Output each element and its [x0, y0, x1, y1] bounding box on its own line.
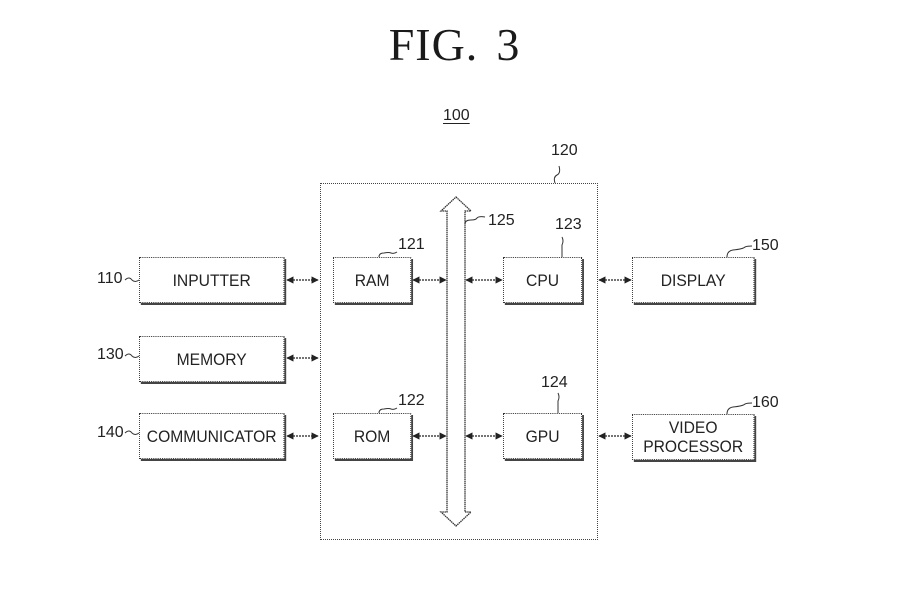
cpu-block: CPU — [503, 257, 583, 303]
cpu-ref: 123 — [555, 216, 582, 233]
device-reference-numeral: 100 — [443, 107, 470, 124]
video-processor-label-line2: PROCESSOR — [643, 437, 744, 456]
communicator-block: COMMUNICATOR — [139, 413, 285, 459]
memory-label: MEMORY — [176, 349, 247, 369]
ram-block: RAM — [333, 257, 412, 303]
ram-label: RAM — [354, 270, 390, 290]
controller-box — [320, 183, 598, 540]
memory-ref: 130 — [97, 346, 124, 363]
display-block: DISPLAY — [632, 257, 755, 303]
display-ref: 150 — [752, 237, 779, 254]
figure-title-prefix: FIG. — [388, 19, 479, 70]
memory-block: MEMORY — [139, 336, 285, 382]
rom-label: ROM — [353, 426, 391, 446]
video-processor-ref: 160 — [752, 394, 779, 411]
video-processor-leader — [726, 402, 753, 415]
controller-ref: 120 — [551, 142, 578, 159]
display-label: DISPLAY — [660, 270, 726, 290]
inputter-leader — [124, 277, 140, 282]
inputter-block: INPUTTER — [139, 257, 285, 303]
figure-title-number: 3 — [496, 19, 521, 70]
gpu-ref: 124 — [541, 374, 568, 391]
inputter-ref: 110 — [97, 270, 123, 287]
bus-ref: 125 — [488, 212, 515, 229]
communicator-leader — [124, 430, 140, 435]
video-processor-label-line1: VIDEO — [668, 418, 718, 437]
ram-ref: 121 — [398, 236, 425, 253]
rom-block: ROM — [333, 413, 412, 459]
communicator-label: COMMUNICATOR — [146, 426, 277, 446]
figure-title: FIG. 3 — [0, 18, 909, 71]
gpu-label: GPU — [525, 426, 560, 446]
communicator-ref: 140 — [97, 424, 124, 441]
rom-ref: 122 — [398, 392, 425, 409]
video-processor-block: VIDEO PROCESSOR — [632, 414, 755, 460]
cpu-label: CPU — [526, 270, 560, 290]
memory-leader — [124, 353, 140, 358]
controller-leader — [553, 165, 561, 184]
inputter-label: INPUTTER — [172, 270, 251, 290]
gpu-block: GPU — [503, 413, 583, 459]
display-leader — [726, 245, 753, 258]
